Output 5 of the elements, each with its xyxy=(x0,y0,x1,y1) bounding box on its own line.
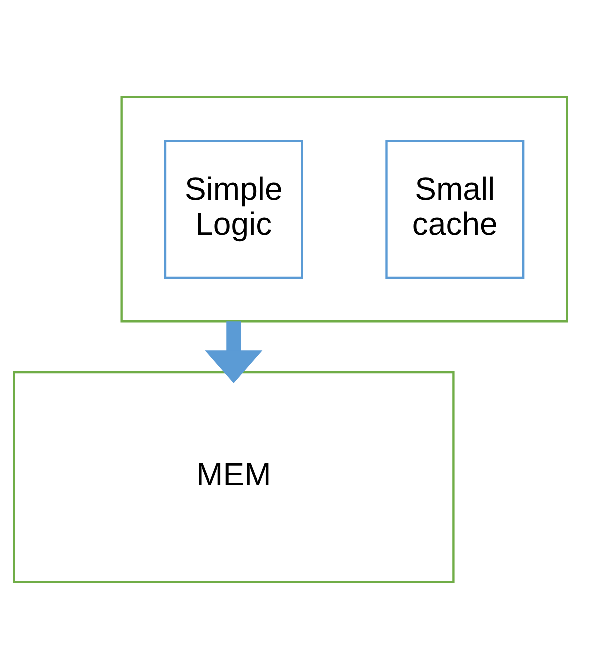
node-box: MEM xyxy=(13,371,455,584)
arrow xyxy=(205,322,263,384)
node-box: Small cache xyxy=(386,140,525,280)
cluster xyxy=(120,96,568,323)
node-box: Simple Logic xyxy=(164,140,304,280)
